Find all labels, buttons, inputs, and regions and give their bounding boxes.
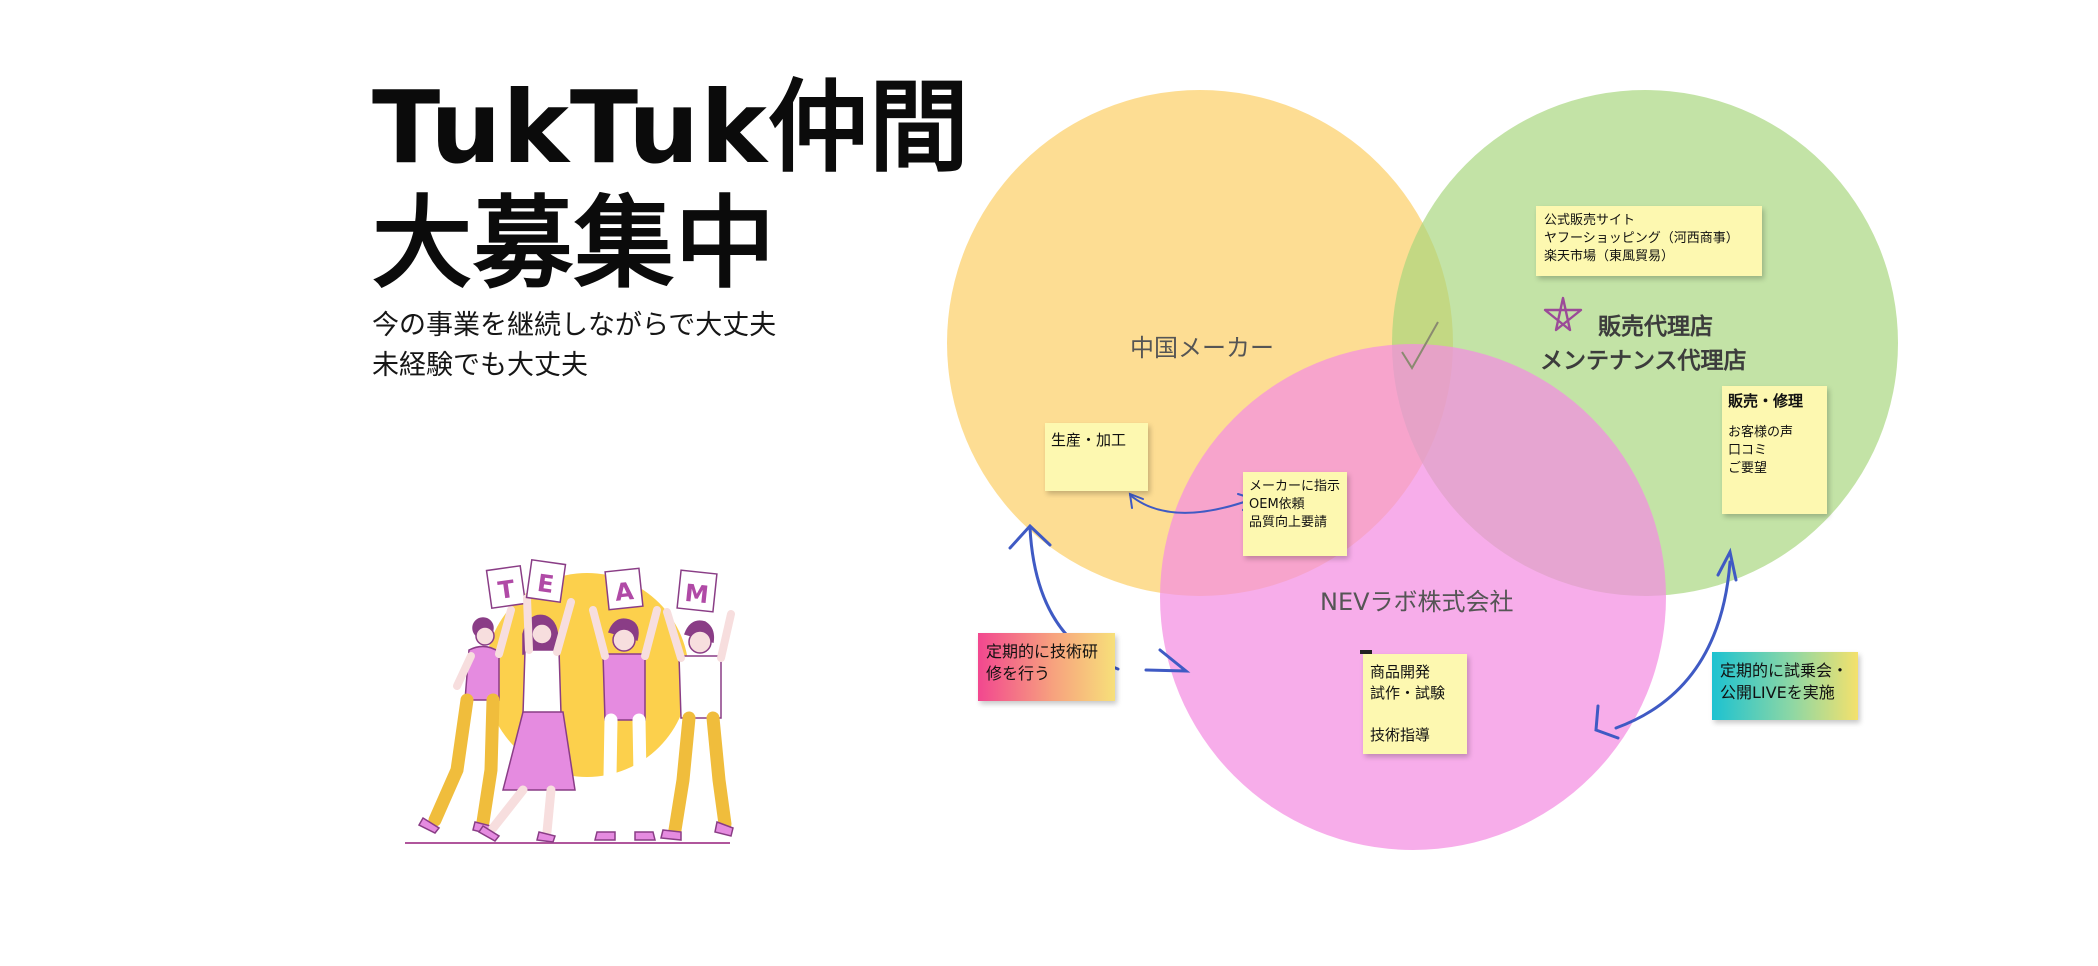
small-marker xyxy=(1360,650,1372,654)
subheadline: 今の事業を継続しながらで大丈夫 未経験でも大丈夫 xyxy=(372,306,776,386)
note-oem: メーカーに指示 OEM依頼 品質向上要請 xyxy=(1243,472,1347,556)
note-shops-line-3: 楽天市場（東風貿易） xyxy=(1544,249,1675,264)
right-cycle-arrow-head-bottom xyxy=(1594,704,1620,740)
oem-arrow xyxy=(1129,494,1251,514)
note-training-line-1: 定期的に技術研 xyxy=(986,642,1099,661)
note-sales-repair-line-1: お客様の声 xyxy=(1728,425,1794,440)
note-training-line-2: 修を行う xyxy=(986,664,1051,683)
note-test-ride: 定期的に試乗会・ 公開LIVEを実施 xyxy=(1712,652,1858,720)
subheadline-line-1: 今の事業を継続しながらで大丈夫 xyxy=(372,310,777,341)
dealer-label: 販売代理店 メンテナンス代理店 xyxy=(1540,310,1747,378)
person-3 xyxy=(589,606,661,841)
note-shops: 公式販売サイト ヤフーショッピング（河西商事） 楽天市場（東風貿易） xyxy=(1536,206,1762,276)
note-development-line-4: 技術指導 xyxy=(1370,726,1431,744)
headline: TukTuk仲間 大募集中 xyxy=(372,70,970,302)
note-test-ride-line-1: 定期的に試乗会・ xyxy=(1720,661,1849,680)
note-development-line-2: 試作・試験 xyxy=(1370,684,1446,702)
sign-m: M xyxy=(676,569,718,613)
note-sales-repair-title: 販売・修理 xyxy=(1728,392,1804,410)
note-development-line-3 xyxy=(1370,704,1460,725)
right-cycle-arrow xyxy=(1614,560,1732,730)
note-sales-repair: 販売・修理 お客様の声 口コミ ご要望 xyxy=(1722,386,1827,514)
sign-t-letter: T xyxy=(496,575,517,605)
nev-circle xyxy=(1160,344,1666,850)
left-cycle-arrow-head-top xyxy=(1008,523,1052,550)
headline-line-2: 大募集中 xyxy=(372,185,776,302)
note-oem-line-1: メーカーに指示 xyxy=(1249,479,1341,494)
sign-e-letter: E xyxy=(536,569,556,599)
note-test-ride-line-2: 公開LIVEを実施 xyxy=(1720,683,1835,702)
person-1 xyxy=(417,606,515,835)
sign-m-letter: M xyxy=(683,579,710,609)
note-sales-repair-line-2: 口コミ xyxy=(1728,443,1768,458)
person-2 xyxy=(477,594,576,843)
headline-line-1: TukTuk仲間 xyxy=(372,69,970,186)
note-oem-line-2: OEM依頼 xyxy=(1249,497,1305,512)
nev-label: NEVラボ株式会社 xyxy=(1320,588,1514,616)
note-oem-line-3: 品質向上要請 xyxy=(1249,515,1328,530)
star-icon xyxy=(1543,296,1583,332)
note-shops-line-1: 公式販売サイト xyxy=(1544,213,1636,228)
right-cycle-arrow-head-top xyxy=(1716,547,1738,582)
oem-arrow-head-left xyxy=(1128,492,1144,509)
dealer-label-line-2: メンテナンス代理店 xyxy=(1540,348,1747,374)
note-shops-line-2: ヤフーショッピング（河西商事） xyxy=(1544,231,1739,246)
sign-a-letter: A xyxy=(614,577,636,607)
note-development-line-1: 商品開発 xyxy=(1370,663,1431,681)
left-cycle-arrow-head-bottom xyxy=(1144,648,1191,673)
checkmark-icon xyxy=(1401,321,1439,370)
subheadline-line-2: 未経験でも大丈夫 xyxy=(372,350,588,381)
note-production: 生産・加工 xyxy=(1045,423,1148,491)
sign-t: T xyxy=(485,564,527,610)
team-illustration: T E A xyxy=(405,558,735,844)
note-training: 定期的に技術研 修を行う xyxy=(978,633,1115,701)
manufacturer-label: 中国メーカー xyxy=(1130,334,1274,362)
dealer-label-line-1: 販売代理店 xyxy=(1598,314,1713,340)
sign-a: A xyxy=(604,567,644,611)
person-4 xyxy=(660,608,735,841)
note-production-text: 生産・加工 xyxy=(1051,431,1127,449)
note-development: 商品開発 試作・試験 技術指導 xyxy=(1363,654,1467,754)
sign-e: E xyxy=(525,558,567,604)
note-sales-repair-line-3: ご要望 xyxy=(1728,461,1768,476)
